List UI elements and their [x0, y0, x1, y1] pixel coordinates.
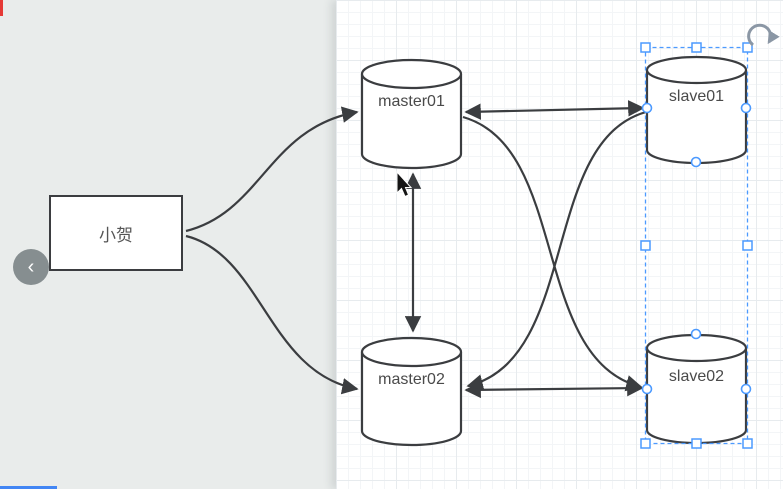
screen-artifact-red [0, 0, 3, 16]
mouse-cursor [396, 170, 413, 198]
edge-master01-slave02[interactable] [462, 115, 643, 392]
node-master02[interactable] [360, 336, 463, 447]
selection-handle-e[interactable] [742, 240, 753, 251]
edge-client-master01[interactable] [185, 106, 359, 233]
node-slave02-label: slave02 [668, 368, 725, 385]
selection-handle-n[interactable] [691, 42, 702, 53]
selection-handle-ne[interactable] [742, 42, 753, 53]
connection-point-slave01-left[interactable] [641, 102, 653, 114]
node-master01-label: master01 [378, 93, 445, 110]
collapse-panel-button[interactable]: ‹ [13, 249, 49, 285]
edge-master02-slave02[interactable] [464, 379, 644, 399]
edge-client-master02[interactable] [185, 234, 359, 395]
node-master01[interactable] [360, 58, 463, 170]
selection-handle-w[interactable] [640, 240, 651, 251]
selection-handle-s[interactable] [691, 438, 702, 449]
selection-handle-sw[interactable] [640, 438, 651, 449]
edge-master01-slave01[interactable] [464, 100, 645, 120]
node-master02-label: master02 [378, 371, 445, 388]
connection-point-slave02-right[interactable] [740, 383, 752, 395]
chevron-left-icon: ‹ [27, 256, 35, 278]
selection-handle-nw[interactable] [640, 42, 651, 53]
node-slave02[interactable] [645, 333, 748, 445]
selection-handle-se[interactable] [742, 438, 753, 449]
node-slave01[interactable] [645, 55, 748, 165]
edge-master02-slave01[interactable] [466, 110, 647, 391]
rotate-icon[interactable] [747, 23, 780, 47]
connection-point-slave02-top[interactable] [690, 328, 702, 340]
node-client[interactable]: 小贺 [49, 195, 183, 271]
node-slave01-label: slave01 [668, 88, 725, 105]
connection-point-slave02-left[interactable] [641, 383, 653, 395]
connection-point-slave01-bottom[interactable] [690, 156, 702, 168]
connection-point-slave01-right[interactable] [740, 102, 752, 114]
node-client-label: 小贺 [99, 225, 133, 245]
screen-artifact-blue [0, 486, 57, 489]
